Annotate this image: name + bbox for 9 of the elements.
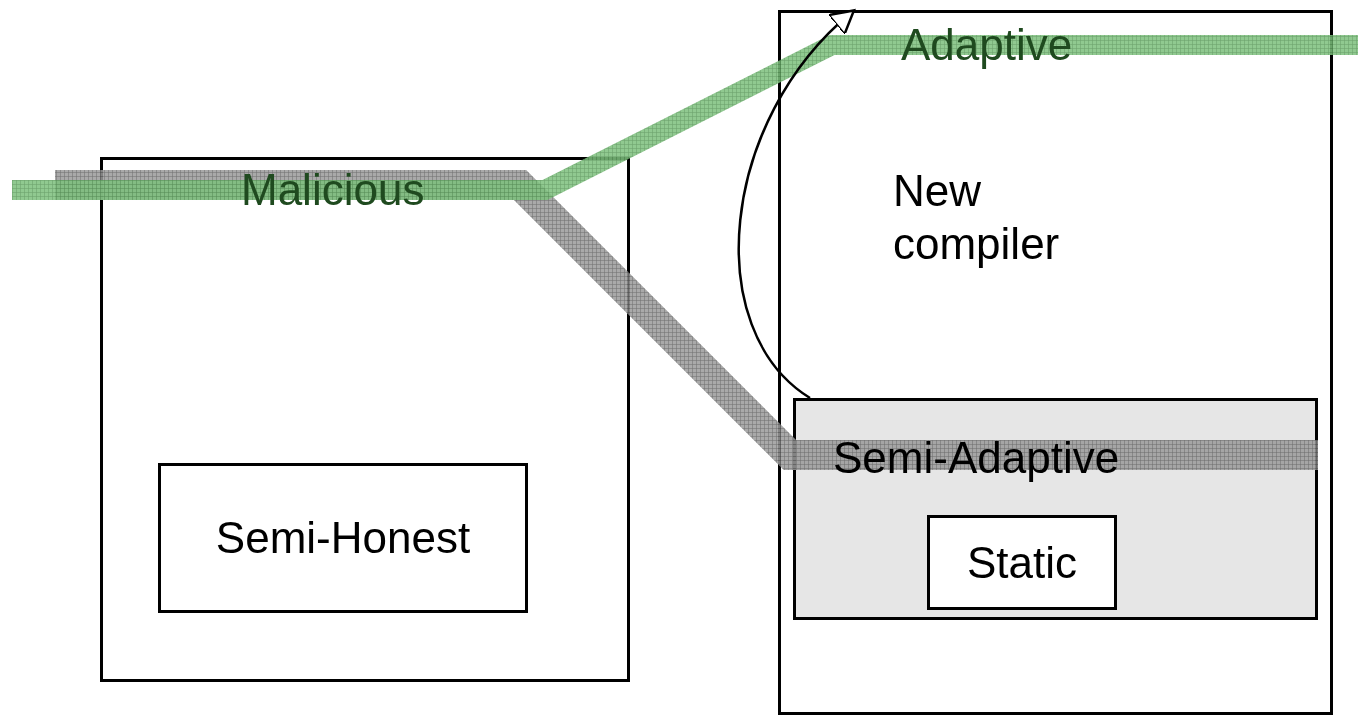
outline-box [100, 157, 630, 682]
box-label: Static [965, 540, 1078, 585]
label-box [158, 463, 528, 613]
edge-label: New compiler [893, 165, 1061, 270]
box-label: Semi-Honest [214, 516, 472, 560]
curved-arrow [737, 9, 856, 399]
outline-box [778, 10, 1333, 715]
label-box [927, 515, 1117, 610]
box-title: Semi-Adaptive [833, 436, 1120, 480]
